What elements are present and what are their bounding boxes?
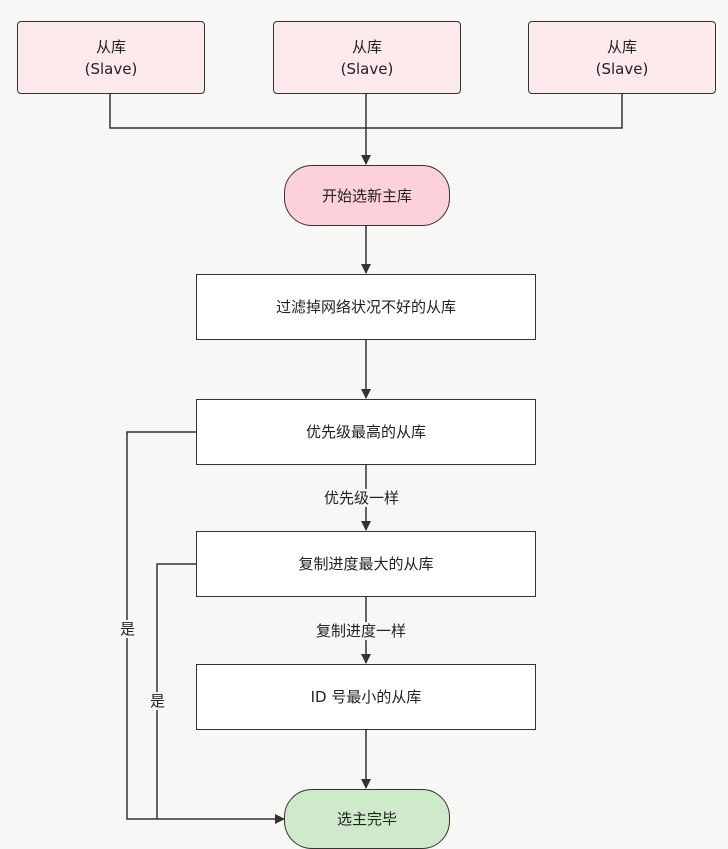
- yes-loop-priority: [126, 431, 285, 824]
- same-progress-label: 复制进度一样: [314, 622, 409, 640]
- end-node: 选主完毕: [284, 789, 450, 849]
- slave-box-1: 从库 (Slave): [17, 21, 205, 94]
- slave-title: 从库: [95, 37, 126, 56]
- slave-subtitle: (Slave): [84, 59, 138, 78]
- slave-box-3: 从库 (Slave): [528, 21, 716, 94]
- min-id-step: ID 号最小的从库: [196, 664, 536, 730]
- yes-loop-progress: [156, 563, 196, 819]
- yes-label-2: 是: [148, 692, 168, 710]
- start-node: 开始选新主库: [284, 165, 450, 226]
- slave-title: 从库: [351, 37, 382, 56]
- filter-step: 过滤掉网络状况不好的从库: [196, 274, 536, 340]
- yes-label-1: 是: [118, 620, 138, 638]
- same-priority-label: 优先级一样: [322, 489, 402, 507]
- priority-step: 优先级最高的从库: [196, 399, 536, 465]
- slave-subtitle: (Slave): [340, 59, 394, 78]
- progress-step: 复制进度最大的从库: [196, 531, 536, 597]
- slave-box-2: 从库 (Slave): [273, 21, 461, 94]
- slave-subtitle: (Slave): [595, 59, 649, 78]
- slave-title: 从库: [606, 37, 637, 56]
